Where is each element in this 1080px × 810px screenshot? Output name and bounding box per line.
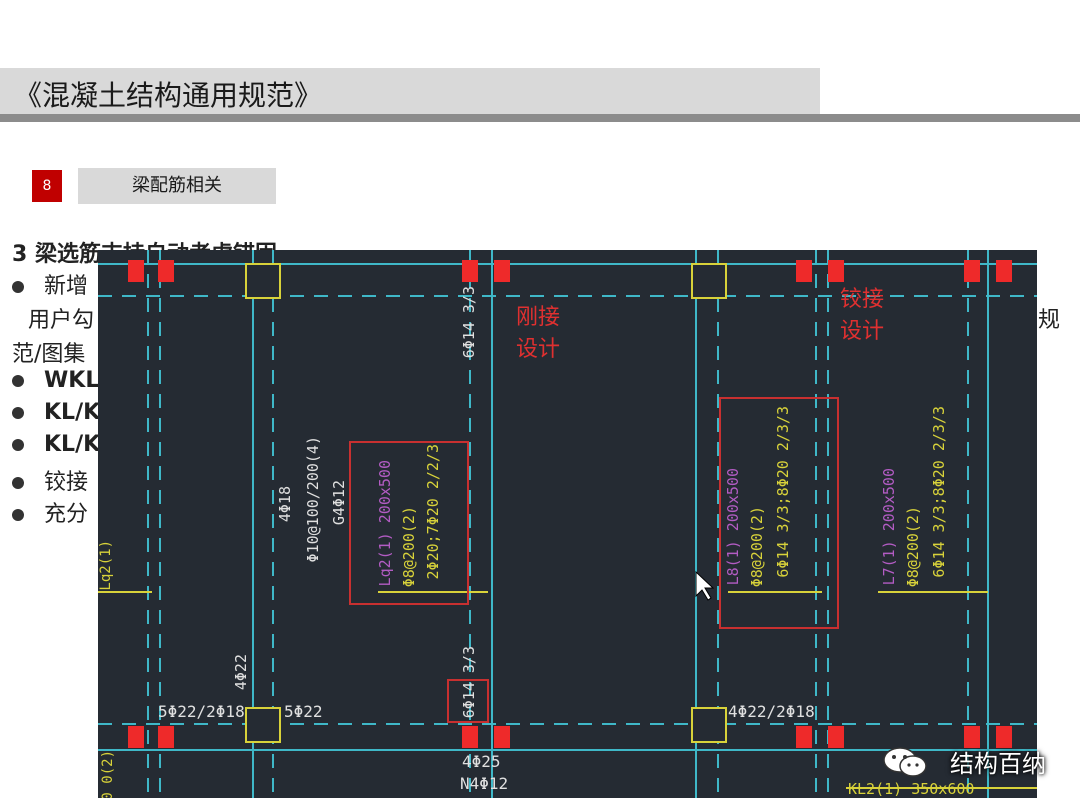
body-line-2: 用户勾	[28, 308, 95, 333]
cad-l8-stirrup: Φ8@200(2)	[748, 506, 766, 588]
title-rule	[0, 114, 1080, 122]
cad-bottom-5d22: 5Φ22	[284, 702, 323, 721]
bullet-dot	[12, 439, 24, 451]
cad-l7-bar: 6Φ14 3/3;8Φ20 2/3/3	[930, 406, 948, 578]
cad-drawing-view[interactable]: 刚接 设计 铰接 设计 6Φ14 3/3 4Φ18 Φ10@100/200(4)…	[98, 250, 1037, 798]
cad-left-bottom: x600 0(2)	[100, 750, 116, 798]
bullet-dot	[12, 509, 24, 521]
cad-l7-name: L7(1) 200x500	[880, 468, 898, 586]
watermark-text: 结构百纳	[950, 750, 1046, 778]
bullet-line-2: WKL	[12, 368, 99, 393]
wechat-icon	[883, 747, 927, 777]
cad-bottom-4d25: 4Φ25	[462, 752, 501, 771]
bullet-dot	[12, 281, 24, 293]
cad-top-rebar-left: 6Φ14 3/3	[460, 286, 478, 359]
hinge-label-line1: 铰接	[840, 287, 885, 312]
bullet-line-6: 充分	[12, 496, 88, 528]
rigid-label-line1: 刚接	[516, 305, 561, 330]
bullet-dot	[12, 407, 24, 419]
cad-l8-bar: 6Φ14 3/3;8Φ20 2/3/3	[774, 406, 792, 578]
hinge-label-line2: 设计	[840, 319, 885, 344]
cad-l8-name: L8(1) 200x500	[724, 468, 742, 586]
bullet-line-4: KL/K	[12, 432, 100, 457]
cad-column-rebar: 4Φ18	[276, 486, 294, 523]
rigid-design-label: 刚接 设计	[516, 302, 560, 366]
bullet-text-2: WKL	[44, 368, 100, 393]
hinge-design-label: 铰接 设计	[840, 284, 884, 348]
cad-left-lq: Lq2(1)	[98, 540, 114, 591]
cad-lq2-name: Lq2(1) 200x500	[376, 460, 394, 587]
cad-lq2-stirrup: Φ8@200(2)	[400, 506, 418, 588]
rigid-label-line2: 设计	[516, 337, 561, 362]
bullet-text-4: KL/K	[44, 432, 101, 457]
title-bar: 《混凝土结构通用规范》	[0, 68, 820, 114]
bullet-text-5: 铰接	[44, 470, 89, 495]
bullet-line-1: 新增	[12, 268, 88, 300]
bullet-dot	[12, 477, 24, 489]
bullet-text-1: 新增	[44, 274, 89, 299]
bullet-dot	[12, 375, 24, 387]
section-number-badge: 8	[32, 170, 62, 202]
cad-l7-stirrup: Φ8@200(2)	[904, 506, 922, 588]
cad-g4: G4Φ12	[330, 480, 348, 526]
body-line-2-right: 规	[1038, 308, 1061, 333]
cad-column-4d22: 4Φ22	[232, 654, 250, 691]
bullet-line-5: 铰接	[12, 464, 88, 496]
cad-bottom-kl: KL2(1) 350x600	[848, 780, 975, 798]
cad-linework	[98, 250, 1037, 798]
bullet-text-6: 充分	[44, 502, 89, 527]
page-title: 《混凝土结构通用规范》	[14, 79, 323, 112]
bullet-text-3: KL/K	[44, 400, 101, 425]
cad-bottom-left-bars: 5Φ22/2Φ18	[158, 702, 245, 721]
cad-bottom-n4: N4Φ12	[460, 774, 509, 793]
cad-stirrup: Φ10@100/200(4)	[304, 436, 322, 563]
cad-bottom-rebar-left: 6Φ14 3/3	[460, 646, 478, 719]
section-label: 梁配筋相关	[78, 168, 276, 204]
body-line-3: 范/图集	[12, 342, 86, 367]
cad-lq2-bar: 2Φ20;7Φ20 2/2/3	[424, 444, 442, 580]
bullet-line-3: KL/K	[12, 400, 100, 425]
cad-bottom-4d22-2d18: 4Φ22/2Φ18	[728, 702, 815, 721]
